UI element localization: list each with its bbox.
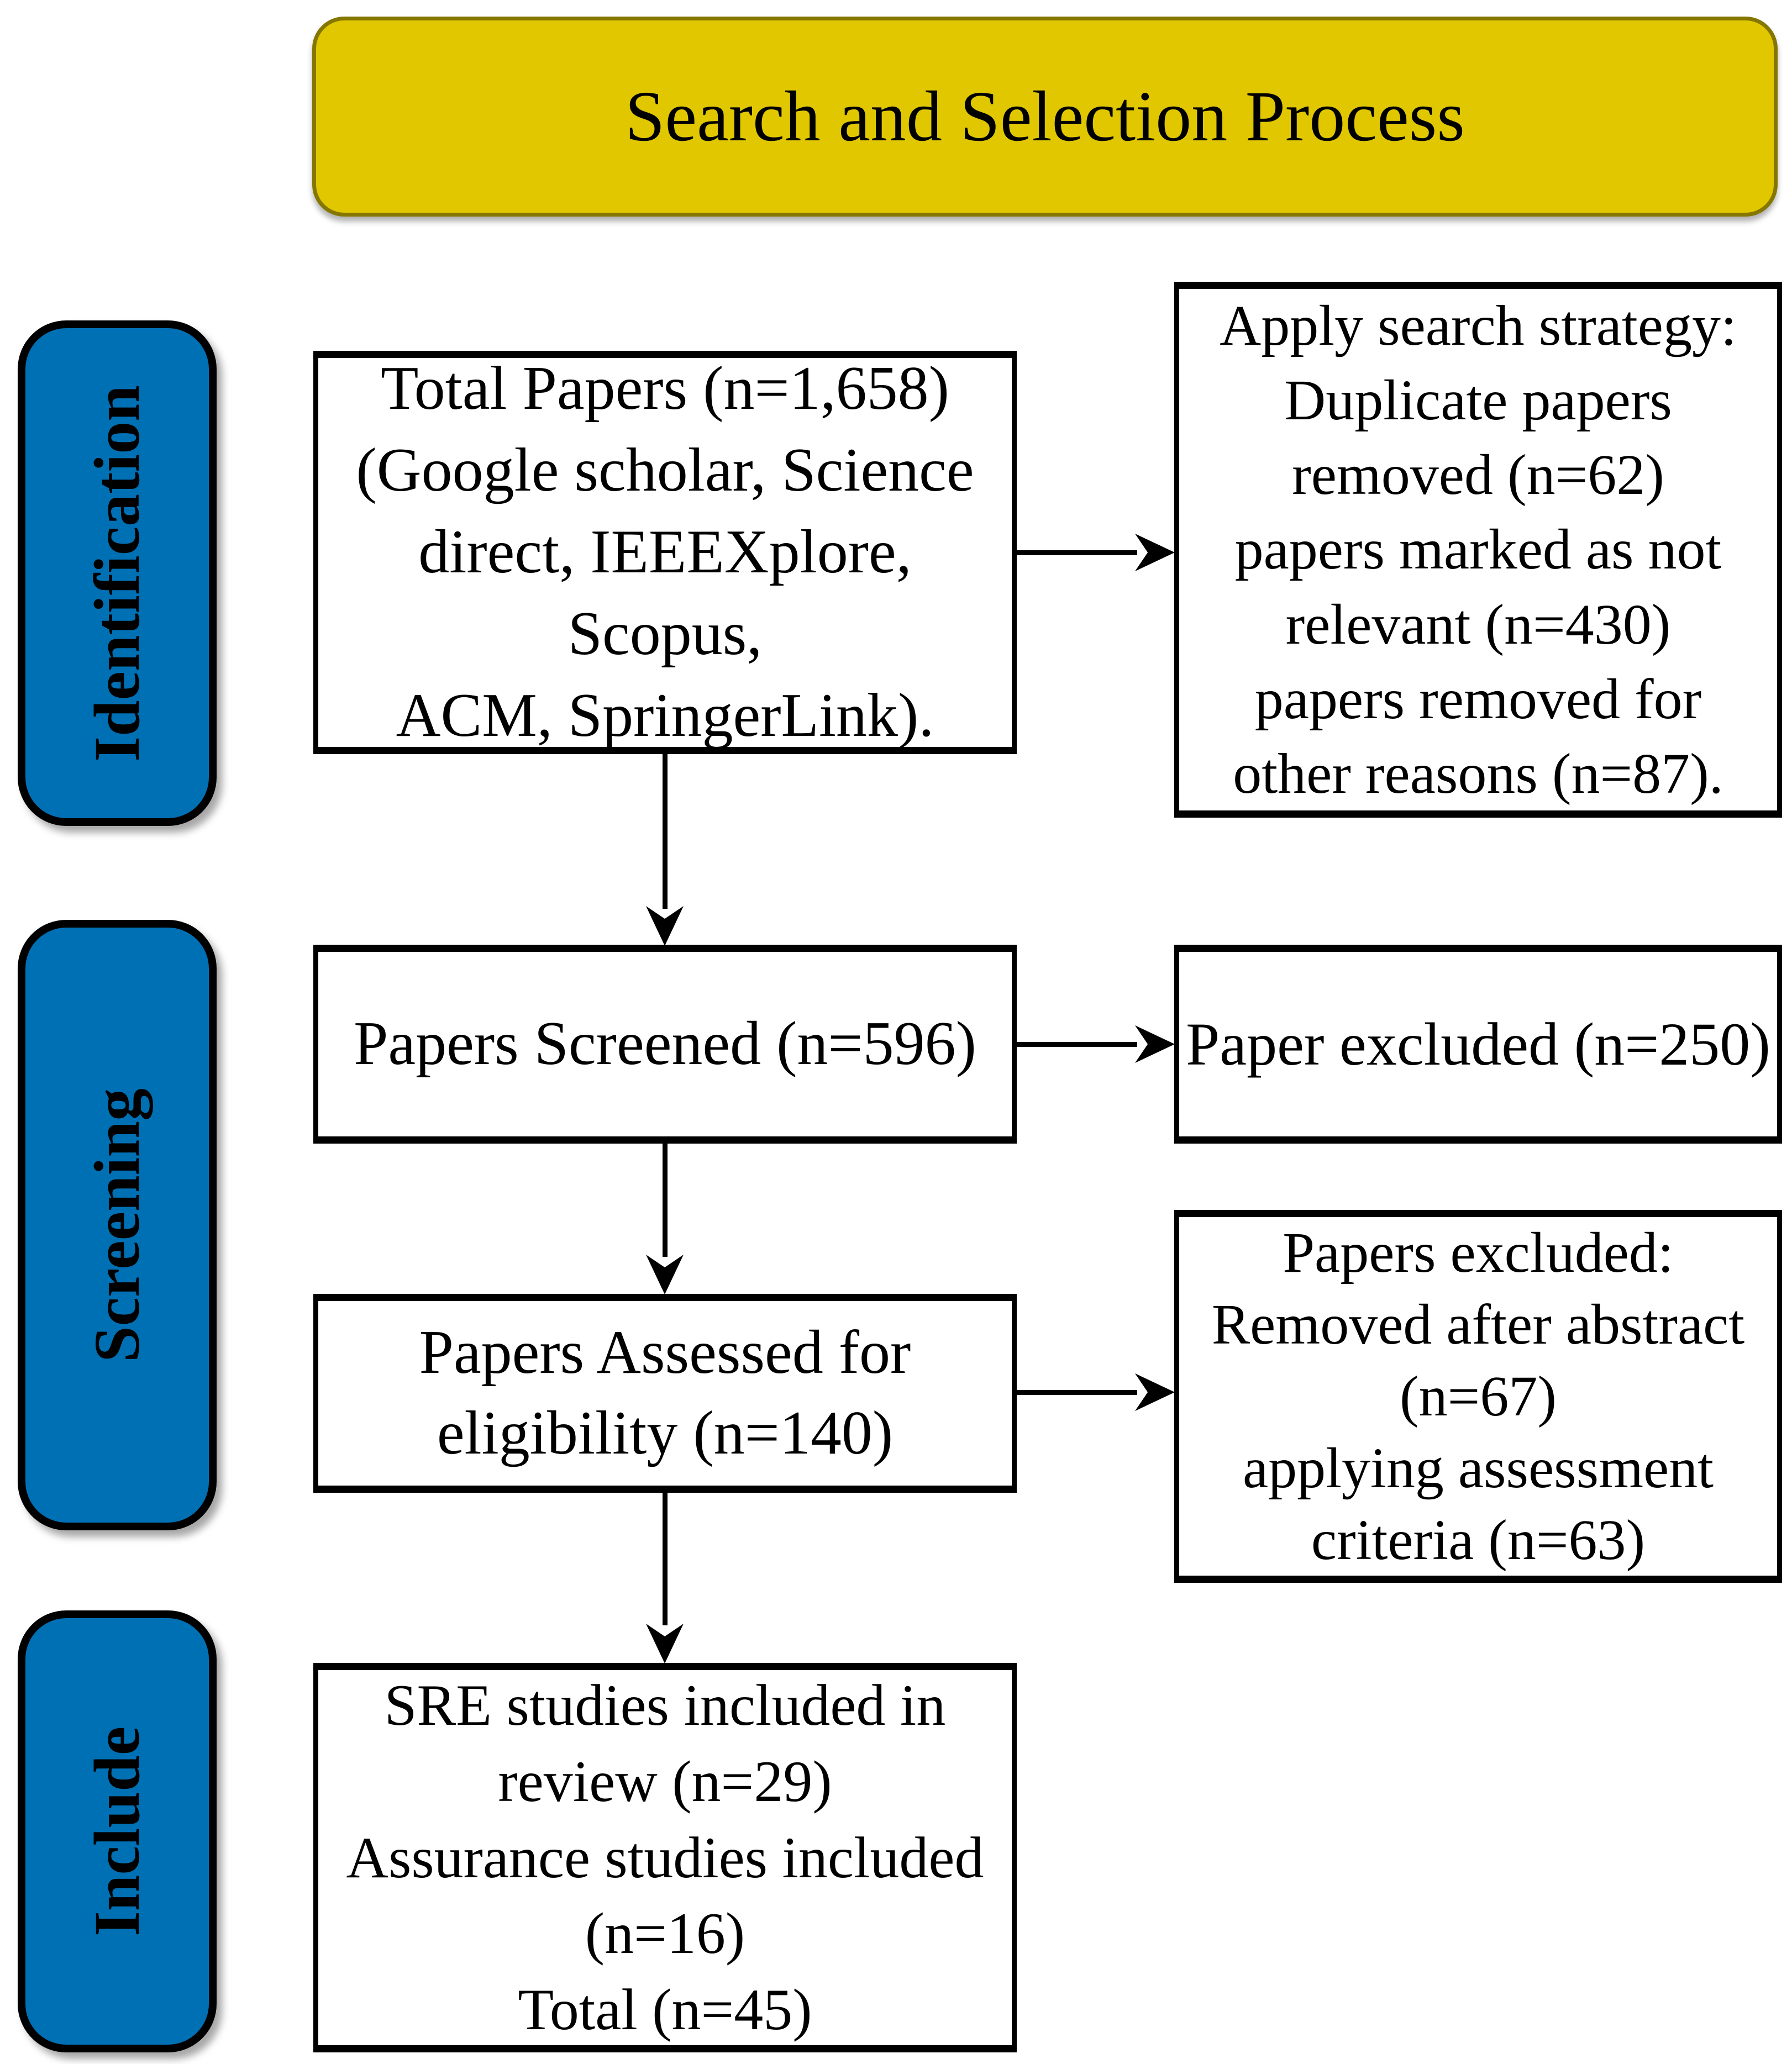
flow-box-text: SRE studies included in review (n=29) As… xyxy=(346,1673,984,2042)
stage-label-screening: Screening xyxy=(18,920,217,1530)
stage-label-text: Include xyxy=(81,1726,153,1937)
right-arrow-icon xyxy=(1135,534,1175,571)
connector-line-total-to-screened xyxy=(663,754,668,909)
side-box-excluded-after-screening: Paper excluded (n=250) xyxy=(1174,945,1782,1144)
header-banner: Search and Selection Process xyxy=(312,17,1778,217)
connector-line-assessed-to-included xyxy=(663,1493,668,1625)
side-box-search-strategy-removals: Apply search strategy: Duplicate papers … xyxy=(1174,282,1782,818)
stage-label-text: Screening xyxy=(81,1088,153,1362)
stage-label-include: Include xyxy=(18,1610,217,2052)
connector-line-screened-to-excluded xyxy=(1017,1042,1137,1047)
stage-label-text: Identification xyxy=(81,385,154,762)
flow-box-text: Papers Assessed for eligibility (n=140) xyxy=(419,1318,911,1467)
flow-box-papers-screened: Papers Screened (n=596) xyxy=(313,945,1017,1144)
connector-line-screened-to-assessed xyxy=(663,1144,668,1257)
connector-line-total-to-removals xyxy=(1017,550,1137,555)
side-box-text: Papers excluded: Removed after abstract … xyxy=(1211,1220,1745,1572)
down-arrow-icon xyxy=(646,906,684,946)
down-arrow-icon xyxy=(646,1624,684,1663)
down-arrow-icon xyxy=(646,1255,684,1294)
side-box-text: Paper excluded (n=250) xyxy=(1186,1010,1770,1078)
flow-box-text: Total Papers (n=1,658) (Google scholar, … xyxy=(356,354,974,750)
stage-label-identification: Identification xyxy=(18,320,217,826)
connector-line-assessed-to-excluded xyxy=(1017,1390,1137,1395)
flow-box-text: Papers Screened (n=596) xyxy=(354,1009,976,1078)
diagram-title: Search and Selection Process xyxy=(625,77,1465,156)
flow-box-included-studies: SRE studies included in review (n=29) As… xyxy=(313,1663,1017,2052)
side-box-text: Apply search strategy: Duplicate papers … xyxy=(1220,293,1737,805)
flow-box-total-papers: Total Papers (n=1,658) (Google scholar, … xyxy=(313,351,1017,754)
right-arrow-icon xyxy=(1135,1373,1175,1411)
side-box-excluded-after-eligibility: Papers excluded: Removed after abstract … xyxy=(1174,1210,1782,1583)
flow-box-papers-assessed: Papers Assessed for eligibility (n=140) xyxy=(313,1294,1017,1493)
right-arrow-icon xyxy=(1135,1025,1175,1063)
